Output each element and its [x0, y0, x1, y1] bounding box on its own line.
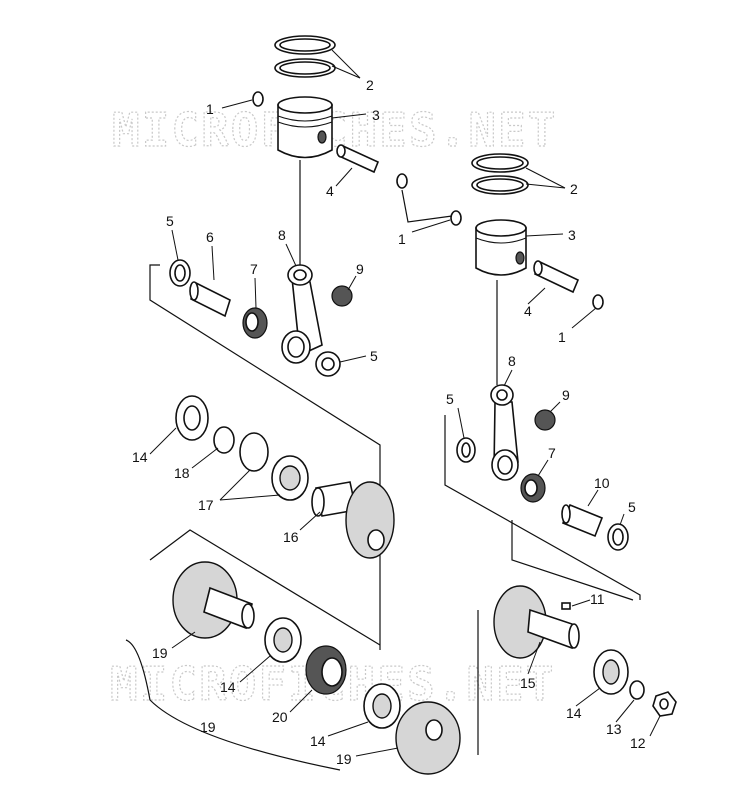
right-washer-13	[629, 680, 645, 700]
callout-1c: 1	[558, 329, 566, 345]
callout-19a: 19	[152, 645, 168, 661]
right-crankshaft-15	[493, 585, 580, 659]
left-piston	[277, 96, 333, 159]
callout-5c: 5	[446, 391, 454, 407]
left-main-bearing-14a	[175, 395, 209, 441]
callout-12: 12	[630, 735, 646, 751]
callout-9a: 9	[356, 261, 364, 277]
left-main-bearing-14b	[264, 617, 302, 663]
callout-13: 13	[606, 721, 622, 737]
left-needle-bearing-9	[331, 285, 353, 307]
right-main-bearing-14d	[593, 649, 629, 695]
left-piston-pin	[336, 144, 380, 174]
left-seal-17b	[271, 455, 309, 501]
callout-1b: 1	[398, 231, 406, 247]
callout-3b: 3	[568, 227, 576, 243]
callout-6: 6	[206, 229, 214, 245]
right-bearing-pin-10	[561, 503, 604, 538]
right-nut-12	[652, 691, 677, 717]
left-washer-5b	[315, 351, 341, 377]
left-circlip-2	[396, 173, 408, 189]
left-bearing-pin-6	[189, 281, 231, 318]
right-piston-rings	[471, 153, 529, 195]
right-circlip-1	[450, 210, 462, 226]
right-key-11	[561, 602, 571, 610]
left-needle-bearing-7	[242, 307, 268, 339]
left-piston-rings	[274, 35, 336, 78]
right-connecting-rod-8	[490, 384, 519, 481]
callout-2a: 2	[366, 77, 374, 93]
left-crank-group-brace	[125, 639, 341, 771]
callout-7a: 7	[250, 261, 258, 277]
callout-14a: 14	[132, 449, 148, 465]
left-oring-18	[213, 426, 235, 454]
callout-5d: 5	[628, 499, 636, 515]
callout-14b: 14	[220, 679, 236, 695]
left-seal-20	[305, 645, 347, 695]
right-needle-bearing-9	[534, 409, 556, 431]
callout-15: 15	[520, 675, 536, 691]
callout-16: 16	[283, 529, 299, 545]
callout-11: 11	[590, 591, 605, 607]
right-piston	[475, 219, 527, 276]
callout-1a: 1	[206, 101, 214, 117]
right-circlip-2	[592, 294, 604, 310]
callout-8a: 8	[278, 227, 286, 243]
left-crankshaft-half-16	[311, 481, 395, 559]
callout-labels: 1 2 3 4 1 2 3 1 4 5 6 7 8 9 5 5 8 9 7 10…	[132, 77, 646, 767]
right-needle-bearing-7	[520, 473, 546, 503]
right-washer-guide	[511, 520, 634, 601]
callout-5a: 5	[166, 213, 174, 229]
callout-10: 10	[594, 475, 610, 491]
callout-7b: 7	[548, 445, 556, 461]
left-crankshaft-half-19b	[395, 701, 461, 775]
right-piston-pin	[533, 260, 580, 294]
callout-4a: 4	[326, 183, 334, 199]
callout-9b: 9	[562, 387, 570, 403]
leader-lines	[149, 49, 661, 757]
left-connecting-rod-8	[281, 264, 323, 364]
left-circlip-1	[252, 91, 264, 107]
callout-4b: 4	[524, 303, 532, 319]
watermark-top: MICROFICHES.NET	[112, 103, 557, 157]
callout-14c: 14	[310, 733, 326, 749]
callout-19b: 19	[200, 719, 216, 735]
callout-18: 18	[174, 465, 190, 481]
callout-5b: 5	[370, 348, 378, 364]
callout-2b: 2	[570, 181, 578, 197]
left-crankshaft-half-19a	[172, 561, 255, 639]
right-washer-5d	[607, 523, 629, 551]
callout-19c: 19	[336, 751, 352, 767]
left-seal-17a	[239, 432, 269, 472]
left-washer-5a	[169, 259, 191, 287]
callout-17: 17	[198, 497, 214, 513]
callout-20: 20	[272, 709, 288, 725]
callout-3a: 3	[372, 107, 380, 123]
callout-14d: 14	[566, 705, 582, 721]
callout-8b: 8	[508, 353, 516, 369]
right-rod-guide	[444, 415, 641, 600]
right-washer-5c	[456, 437, 476, 463]
left-circlip-guide	[401, 189, 453, 223]
left-main-bearing-14c	[363, 683, 401, 729]
left-crank-bracket	[149, 529, 381, 646]
